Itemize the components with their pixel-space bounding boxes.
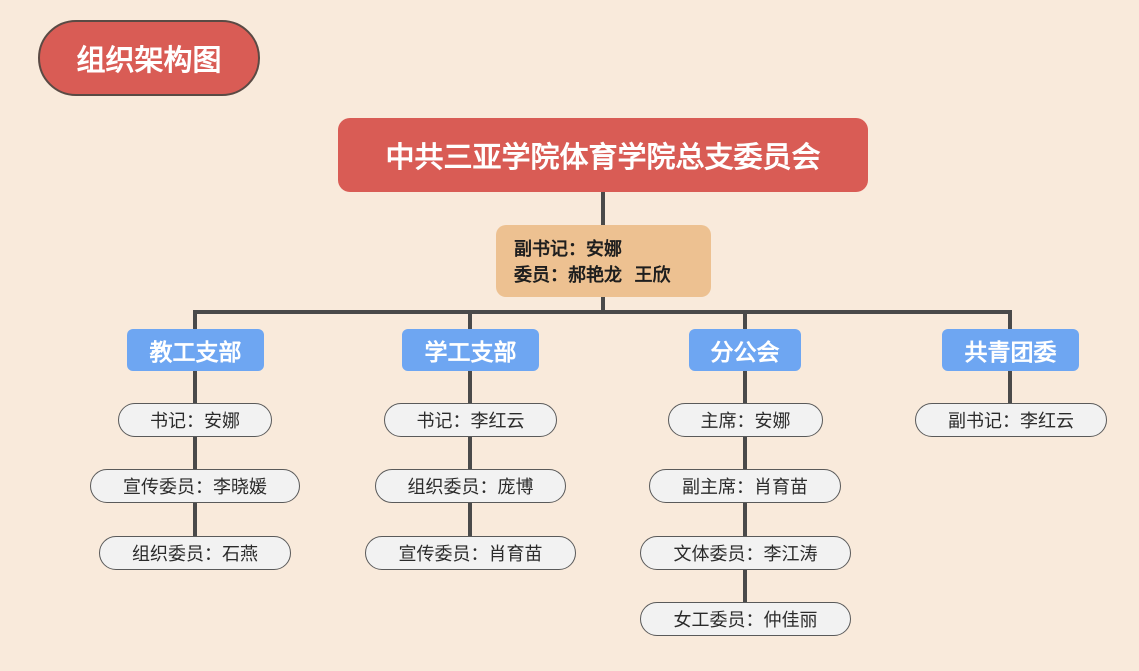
root-node: 中共三亚学院体育学院总支委员会	[338, 118, 868, 192]
member-node: 女工委员：仲佳丽	[640, 602, 851, 636]
member-node: 书记：安娜	[118, 403, 272, 437]
branch-node-student: 学工支部	[402, 329, 539, 371]
member-node: 文体委员：李江涛	[640, 536, 851, 570]
member-node: 书记：李红云	[384, 403, 557, 437]
branch-node-union: 分公会	[689, 329, 801, 371]
member-node: 组织委员：庞博	[375, 469, 566, 503]
leaders-line-2: 委员：郝艳龙 王欣	[514, 265, 671, 286]
page-title: 组织架构图	[38, 20, 260, 96]
leaders-line-1: 副书记：安娜	[514, 239, 622, 260]
member-node: 宣传委员：李晓媛	[90, 469, 300, 503]
leaders-node: 副书记：安娜 委员：郝艳龙 王欣	[496, 225, 711, 297]
member-node: 副主席：肖育苗	[649, 469, 841, 503]
branch-bus-line	[193, 310, 1012, 332]
branch-node-youth-league: 共青团委	[942, 329, 1079, 371]
branch-node-teaching: 教工支部	[127, 329, 264, 371]
member-node: 主席：安娜	[668, 403, 823, 437]
member-node: 组织委员：石燕	[99, 536, 291, 570]
member-node: 宣传委员：肖育苗	[365, 536, 576, 570]
member-node: 副书记：李红云	[915, 403, 1107, 437]
